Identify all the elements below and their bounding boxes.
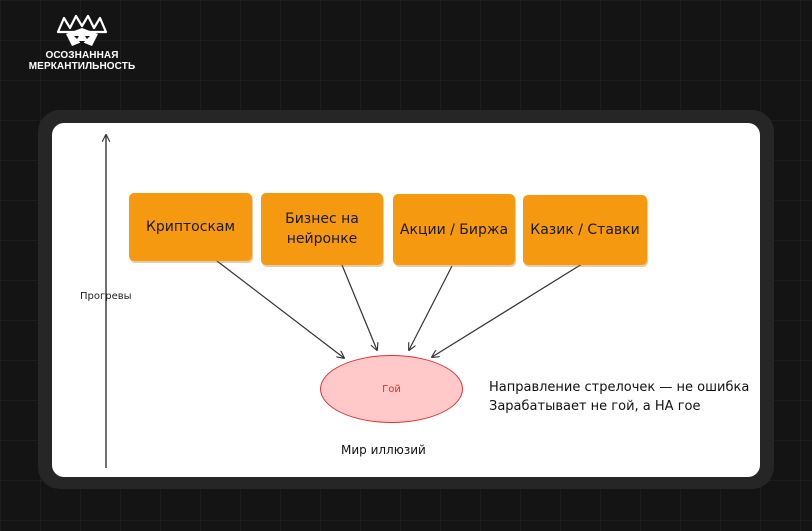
axis-label: Прогревы	[80, 291, 132, 302]
target-goy: Гой	[320, 355, 463, 423]
caption-world: Мир иллюзий	[341, 443, 426, 457]
wolf-crown-icon	[56, 14, 108, 46]
arrow-kazik	[432, 263, 583, 357]
note-line-1: Направление стрелочек — не ошибка	[489, 380, 750, 395]
box-kriptoskam: Криптоскам	[129, 193, 252, 261]
box-kazik: Казик / Ставки	[523, 195, 647, 265]
brand-line-1: ОСОЗНАННАЯ	[45, 50, 119, 61]
target-label: Гой	[382, 383, 401, 395]
brand-logo: ОСОЗНАННАЯ МЕРКАНТИЛЬНОСТЬ	[22, 14, 142, 72]
note-text: Направление стрелочек — не ошибка Зараба…	[489, 378, 749, 416]
box-akcii: Акции / Биржа	[393, 194, 515, 265]
note-line-2: Зарабатывает не гой, а НА гое	[489, 399, 701, 414]
brand-line-2: МЕРКАНТИЛЬНОСТЬ	[28, 61, 136, 72]
arrow-biznes	[341, 264, 377, 350]
connectors	[52, 123, 583, 468]
arrow-kriptoskam	[216, 260, 344, 358]
box-biznes: Бизнес на нейронке	[261, 193, 383, 265]
arrow-akcii	[409, 265, 453, 350]
diagram-card: Прогревы Криптоскам Бизнес на нейронке А…	[52, 123, 760, 477]
